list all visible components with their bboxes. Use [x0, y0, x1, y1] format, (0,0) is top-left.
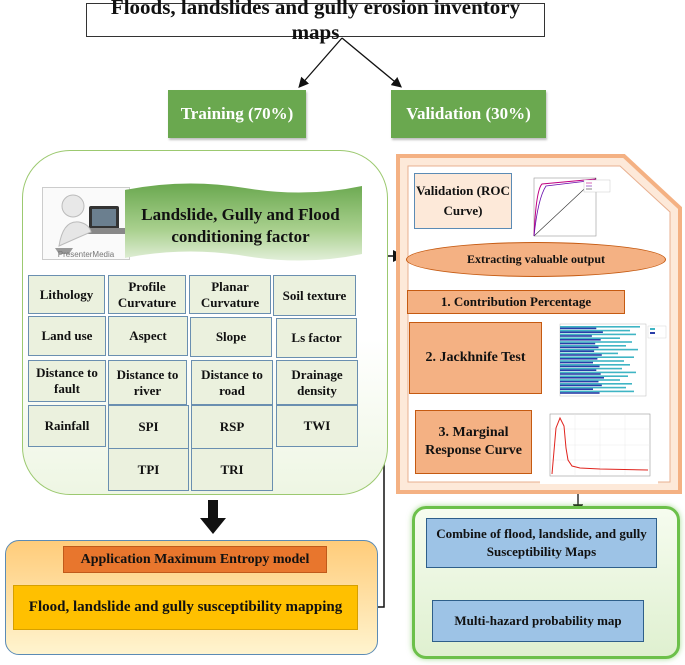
susceptibility-mapping-box: Flood, landslide and gully susceptibilit…: [13, 585, 358, 630]
factor-slope: Slope: [190, 317, 272, 357]
factor-distance-to-fault: Distance to fault: [28, 360, 106, 402]
conditioning-banner: [125, 183, 362, 261]
factor-profile-curvature: Profile Curvature: [108, 275, 186, 314]
validation-box: Validation (30%): [391, 90, 546, 138]
presenter-illustration: [42, 187, 130, 260]
contribution-percentage-box: 1. Contribution Percentage: [407, 290, 625, 314]
factor-spi: SPI: [108, 405, 189, 449]
factor-drainage-density: Drainage density: [276, 360, 358, 405]
training-box: Training (70%): [168, 90, 306, 138]
extract-output-ellipse: Extracting valuable output: [406, 242, 666, 277]
arrow-to-validation: [341, 37, 403, 88]
factor-aspect: Aspect: [108, 316, 188, 356]
marginal-response-thumbnail: [540, 408, 658, 484]
factor-land-use: Land use: [28, 316, 106, 356]
factor-twi: TWI: [276, 405, 358, 447]
factor-tri: TRI: [191, 448, 273, 491]
inventory-title: Floods, landslides and gully erosion inv…: [86, 0, 545, 44]
factor-lithology: Lithology: [28, 275, 105, 314]
roc-curve-label: Validation (ROC Curve): [414, 173, 512, 229]
factor-ls-factor: Ls factor: [276, 318, 357, 358]
factor-distance-to-road: Distance to road: [191, 360, 273, 405]
conditioning-title: Landslide, Gully and Flood conditioning …: [141, 205, 340, 246]
marginal-response-box: 3. Marginal Response Curve: [415, 410, 532, 474]
thick-down-arrow: [200, 500, 226, 534]
factor-soil-texture: Soil texture: [273, 275, 356, 316]
maxent-title: Application Maximum Entropy model: [63, 546, 327, 573]
arrow-to-training: [298, 37, 343, 88]
jackknife-test-box: 2. Jackhnife Test: [409, 322, 542, 394]
jackknife-thumbnail: [548, 318, 668, 400]
combine-maps-box: Combine of flood, landslide, and gully S…: [426, 518, 657, 568]
factor-planar-curvature: Planar Curvature: [189, 275, 271, 314]
multi-hazard-map-box: Multi-hazard probability map: [432, 600, 644, 642]
roc-curve-thumbnail: [522, 170, 614, 245]
factor-rainfall: Rainfall: [28, 405, 106, 447]
factor-distance-to-river: Distance to river: [108, 360, 187, 405]
presenter-caption: PresenterMedia: [57, 249, 115, 259]
factor-rsp: RSP: [191, 405, 273, 449]
factor-tpi: TPI: [108, 448, 189, 491]
